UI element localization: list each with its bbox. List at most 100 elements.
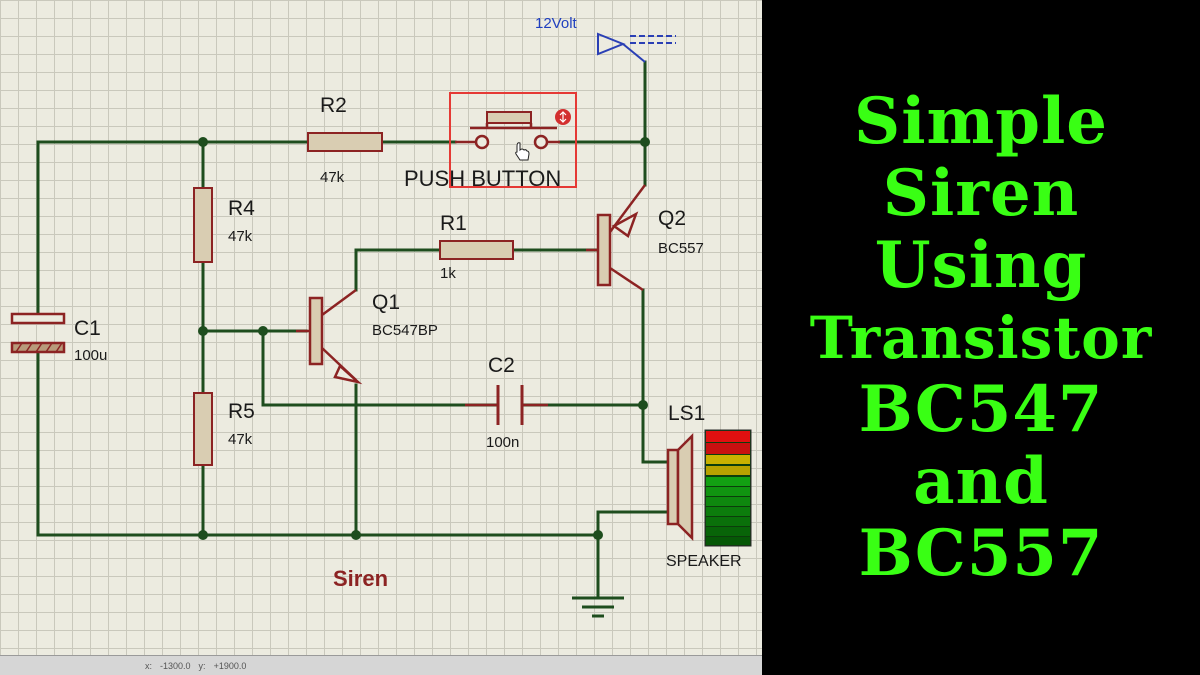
volume-meter bbox=[704, 429, 752, 547]
title-panel: Simple Siren Using Transistor BC547 and … bbox=[762, 0, 1200, 675]
wire-q2-collector bbox=[641, 288, 670, 464]
x-coord-value: -1300.0 bbox=[160, 660, 191, 671]
r2-value: 47k bbox=[320, 169, 345, 186]
wire-q1-collector bbox=[354, 248, 442, 292]
resistor-r4[interactable]: R4 47k bbox=[193, 187, 255, 263]
junction-dot bbox=[258, 326, 268, 336]
junction-dot bbox=[593, 530, 603, 540]
title-line: Simple bbox=[853, 83, 1109, 159]
title-line: and bbox=[913, 443, 1049, 519]
circuit-caption: Siren bbox=[333, 566, 388, 591]
capacitor-c2[interactable]: C2 100n bbox=[465, 354, 548, 451]
junction-dot bbox=[351, 530, 361, 540]
supply-lead bbox=[622, 43, 646, 63]
c2-ref: C2 bbox=[488, 354, 515, 377]
title-line: BC557 bbox=[858, 515, 1104, 591]
q1-collector bbox=[321, 288, 357, 317]
button-plunger bbox=[470, 123, 557, 130]
q1-ref: Q1 bbox=[372, 291, 400, 314]
ls1-value: SPEAKER bbox=[666, 553, 742, 570]
wire-speaker-return bbox=[596, 510, 670, 600]
resistor-r1[interactable]: R1 1k bbox=[439, 212, 514, 282]
q1-value: BC547BP bbox=[372, 322, 438, 339]
c1-ref: C1 bbox=[74, 317, 101, 340]
circuit-diagram: 12Volt R2 47k PUSH BUTTON bbox=[10, 15, 752, 618]
r5-body bbox=[193, 392, 213, 466]
ls1-ref: LS1 bbox=[668, 402, 705, 425]
hand-cursor-icon bbox=[515, 142, 530, 161]
c1-plate-positive bbox=[10, 312, 66, 325]
r1-ref: R1 bbox=[440, 212, 467, 235]
resistor-r2[interactable]: R2 47k bbox=[307, 94, 383, 186]
c1-value: 100u bbox=[74, 347, 107, 364]
supply-label: 12Volt bbox=[535, 15, 578, 32]
junction-dot bbox=[640, 137, 650, 147]
y-coord-value: +1900.0 bbox=[213, 660, 247, 671]
r2-body bbox=[307, 132, 383, 152]
junction-dot bbox=[198, 530, 208, 540]
meter-segment-green bbox=[706, 537, 750, 545]
speaker-ls1[interactable]: LS1 SPEAKER bbox=[666, 402, 752, 570]
junctions bbox=[198, 137, 650, 540]
meter-segment-green bbox=[706, 517, 750, 526]
c1-hatch bbox=[15, 342, 63, 353]
title-line: Siren bbox=[882, 155, 1080, 231]
meter-segment-green bbox=[706, 477, 750, 486]
x-coord-label: x: bbox=[145, 660, 153, 671]
push-button[interactable]: PUSH BUTTON bbox=[404, 92, 577, 191]
c2-value: 100n bbox=[486, 434, 519, 451]
r5-value: 47k bbox=[228, 431, 253, 448]
wire-c1-bottom bbox=[36, 350, 600, 537]
button-contact bbox=[474, 134, 490, 150]
junction-dot bbox=[198, 137, 208, 147]
speaker-magnet bbox=[666, 448, 680, 526]
junction-dot bbox=[198, 326, 208, 336]
button-contact bbox=[533, 134, 549, 150]
q2-emitter-arrow-icon bbox=[611, 211, 639, 238]
meter-segment-green bbox=[706, 507, 750, 516]
wire-feedback bbox=[261, 329, 500, 407]
r1-value: 1k bbox=[440, 265, 456, 282]
q1-emitter-arrow-icon bbox=[333, 363, 363, 385]
r1-body bbox=[439, 240, 514, 260]
transistor-q2[interactable]: Q2 BC557 bbox=[586, 184, 704, 292]
r4-body bbox=[193, 187, 213, 263]
q2-collector bbox=[609, 266, 644, 292]
capacitor-c1[interactable]: C1 100u bbox=[10, 312, 107, 364]
resistor-r5[interactable]: R5 47k bbox=[193, 392, 255, 466]
r5-ref: R5 bbox=[228, 400, 255, 423]
ground-symbol[interactable] bbox=[572, 596, 624, 618]
q2-value: BC557 bbox=[658, 240, 704, 257]
c1-plate-negative bbox=[10, 341, 66, 354]
meter-segment-green bbox=[706, 497, 750, 506]
r4-value: 47k bbox=[228, 228, 253, 245]
q2-base-bar bbox=[596, 213, 612, 287]
meter-segment-yellow bbox=[706, 466, 750, 475]
move-arrows-icon bbox=[559, 111, 567, 123]
supply-terminal[interactable]: 12Volt bbox=[535, 15, 676, 63]
button-cap bbox=[486, 111, 532, 124]
meter-segment-red bbox=[706, 443, 750, 454]
transistor-q1[interactable]: Q1 BC547BP bbox=[296, 288, 438, 385]
junction-dot bbox=[638, 400, 648, 410]
wire-left-rail bbox=[36, 140, 310, 316]
meter-segment-yellow bbox=[706, 455, 750, 464]
meter-segment-green bbox=[706, 487, 750, 496]
supply-arrow-icon bbox=[597, 32, 626, 56]
q1-base-bar bbox=[308, 296, 324, 366]
push-button-label: PUSH BUTTON bbox=[404, 166, 561, 191]
y-coord-label: y: bbox=[198, 660, 206, 671]
title-line: BC547 bbox=[858, 371, 1104, 447]
r4-ref: R4 bbox=[228, 197, 255, 220]
meter-segment-green bbox=[706, 527, 750, 536]
title-line: Transistor bbox=[809, 303, 1153, 372]
selection-box bbox=[449, 92, 577, 188]
schematic-canvas[interactable]: 12Volt R2 47k PUSH BUTTON bbox=[0, 0, 762, 675]
status-bar: x: -1300.0 y: +1900.0 bbox=[0, 655, 762, 675]
r2-ref: R2 bbox=[320, 94, 347, 117]
title-line: Using bbox=[874, 227, 1088, 303]
speaker-cone-icon bbox=[676, 432, 694, 542]
meter-segment-red bbox=[706, 431, 750, 442]
q2-ref: Q2 bbox=[658, 207, 686, 230]
